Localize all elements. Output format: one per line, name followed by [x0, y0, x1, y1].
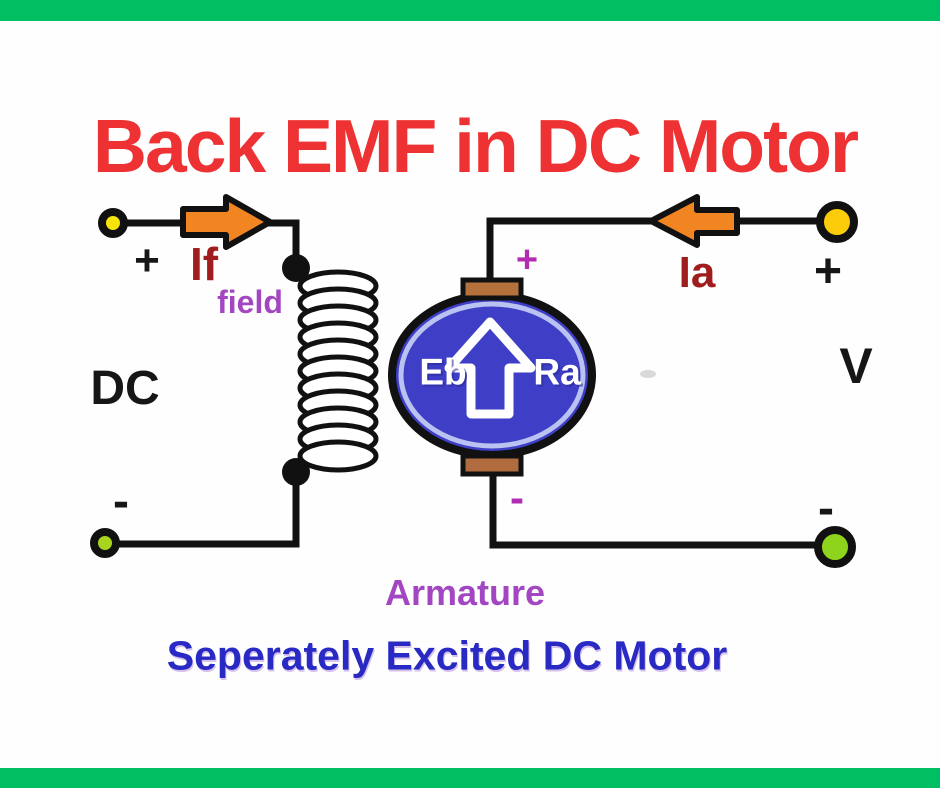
terminal-positive-left	[98, 208, 128, 238]
back-emf-arrow-icon	[444, 317, 536, 419]
brush-bottom	[460, 453, 524, 477]
terminal-positive-right	[816, 201, 858, 243]
wire-field-bottom	[105, 472, 300, 548]
page-title: Back EMF in DC Motor	[92, 104, 859, 189]
terminal-negative-right	[814, 526, 856, 568]
source-minus-sign: -	[113, 475, 129, 528]
supply-plus-sign: +	[813, 245, 843, 298]
armature-label: Armature	[384, 572, 546, 613]
armature-plus-sign: +	[515, 239, 539, 281]
brush-top	[460, 277, 524, 301]
back-emf-label: Eb	[419, 351, 467, 393]
armature-current-label: Ia	[678, 248, 716, 297]
armature-resistance-label: Ra	[533, 351, 581, 393]
field-current-arrow-icon	[180, 194, 273, 250]
field-current-label: If	[189, 238, 219, 290]
terminal-negative-left	[90, 528, 120, 558]
junction-dot-bottom	[282, 458, 310, 486]
bottom-accent-bar	[0, 768, 940, 788]
field-label: field	[217, 284, 283, 320]
source-plus-sign: +	[134, 236, 160, 285]
armature-inner-ring	[398, 301, 586, 449]
wire-armature-bottom	[489, 460, 835, 549]
smudge-artifact	[640, 370, 656, 378]
field-coil	[297, 269, 379, 473]
junction-dot-top	[282, 254, 310, 282]
armature-minus-sign: -	[510, 474, 524, 521]
top-accent-bar	[0, 0, 940, 21]
wire-field-top	[113, 219, 300, 268]
armature-current-arrow-icon	[648, 194, 740, 248]
wire-armature-top	[486, 217, 837, 292]
supply-minus-sign: -	[818, 482, 834, 535]
motor-type-caption: Seperately Excited DC Motor	[166, 632, 728, 679]
dc-source-label: DC	[90, 362, 160, 415]
voltage-label: V	[839, 338, 873, 394]
